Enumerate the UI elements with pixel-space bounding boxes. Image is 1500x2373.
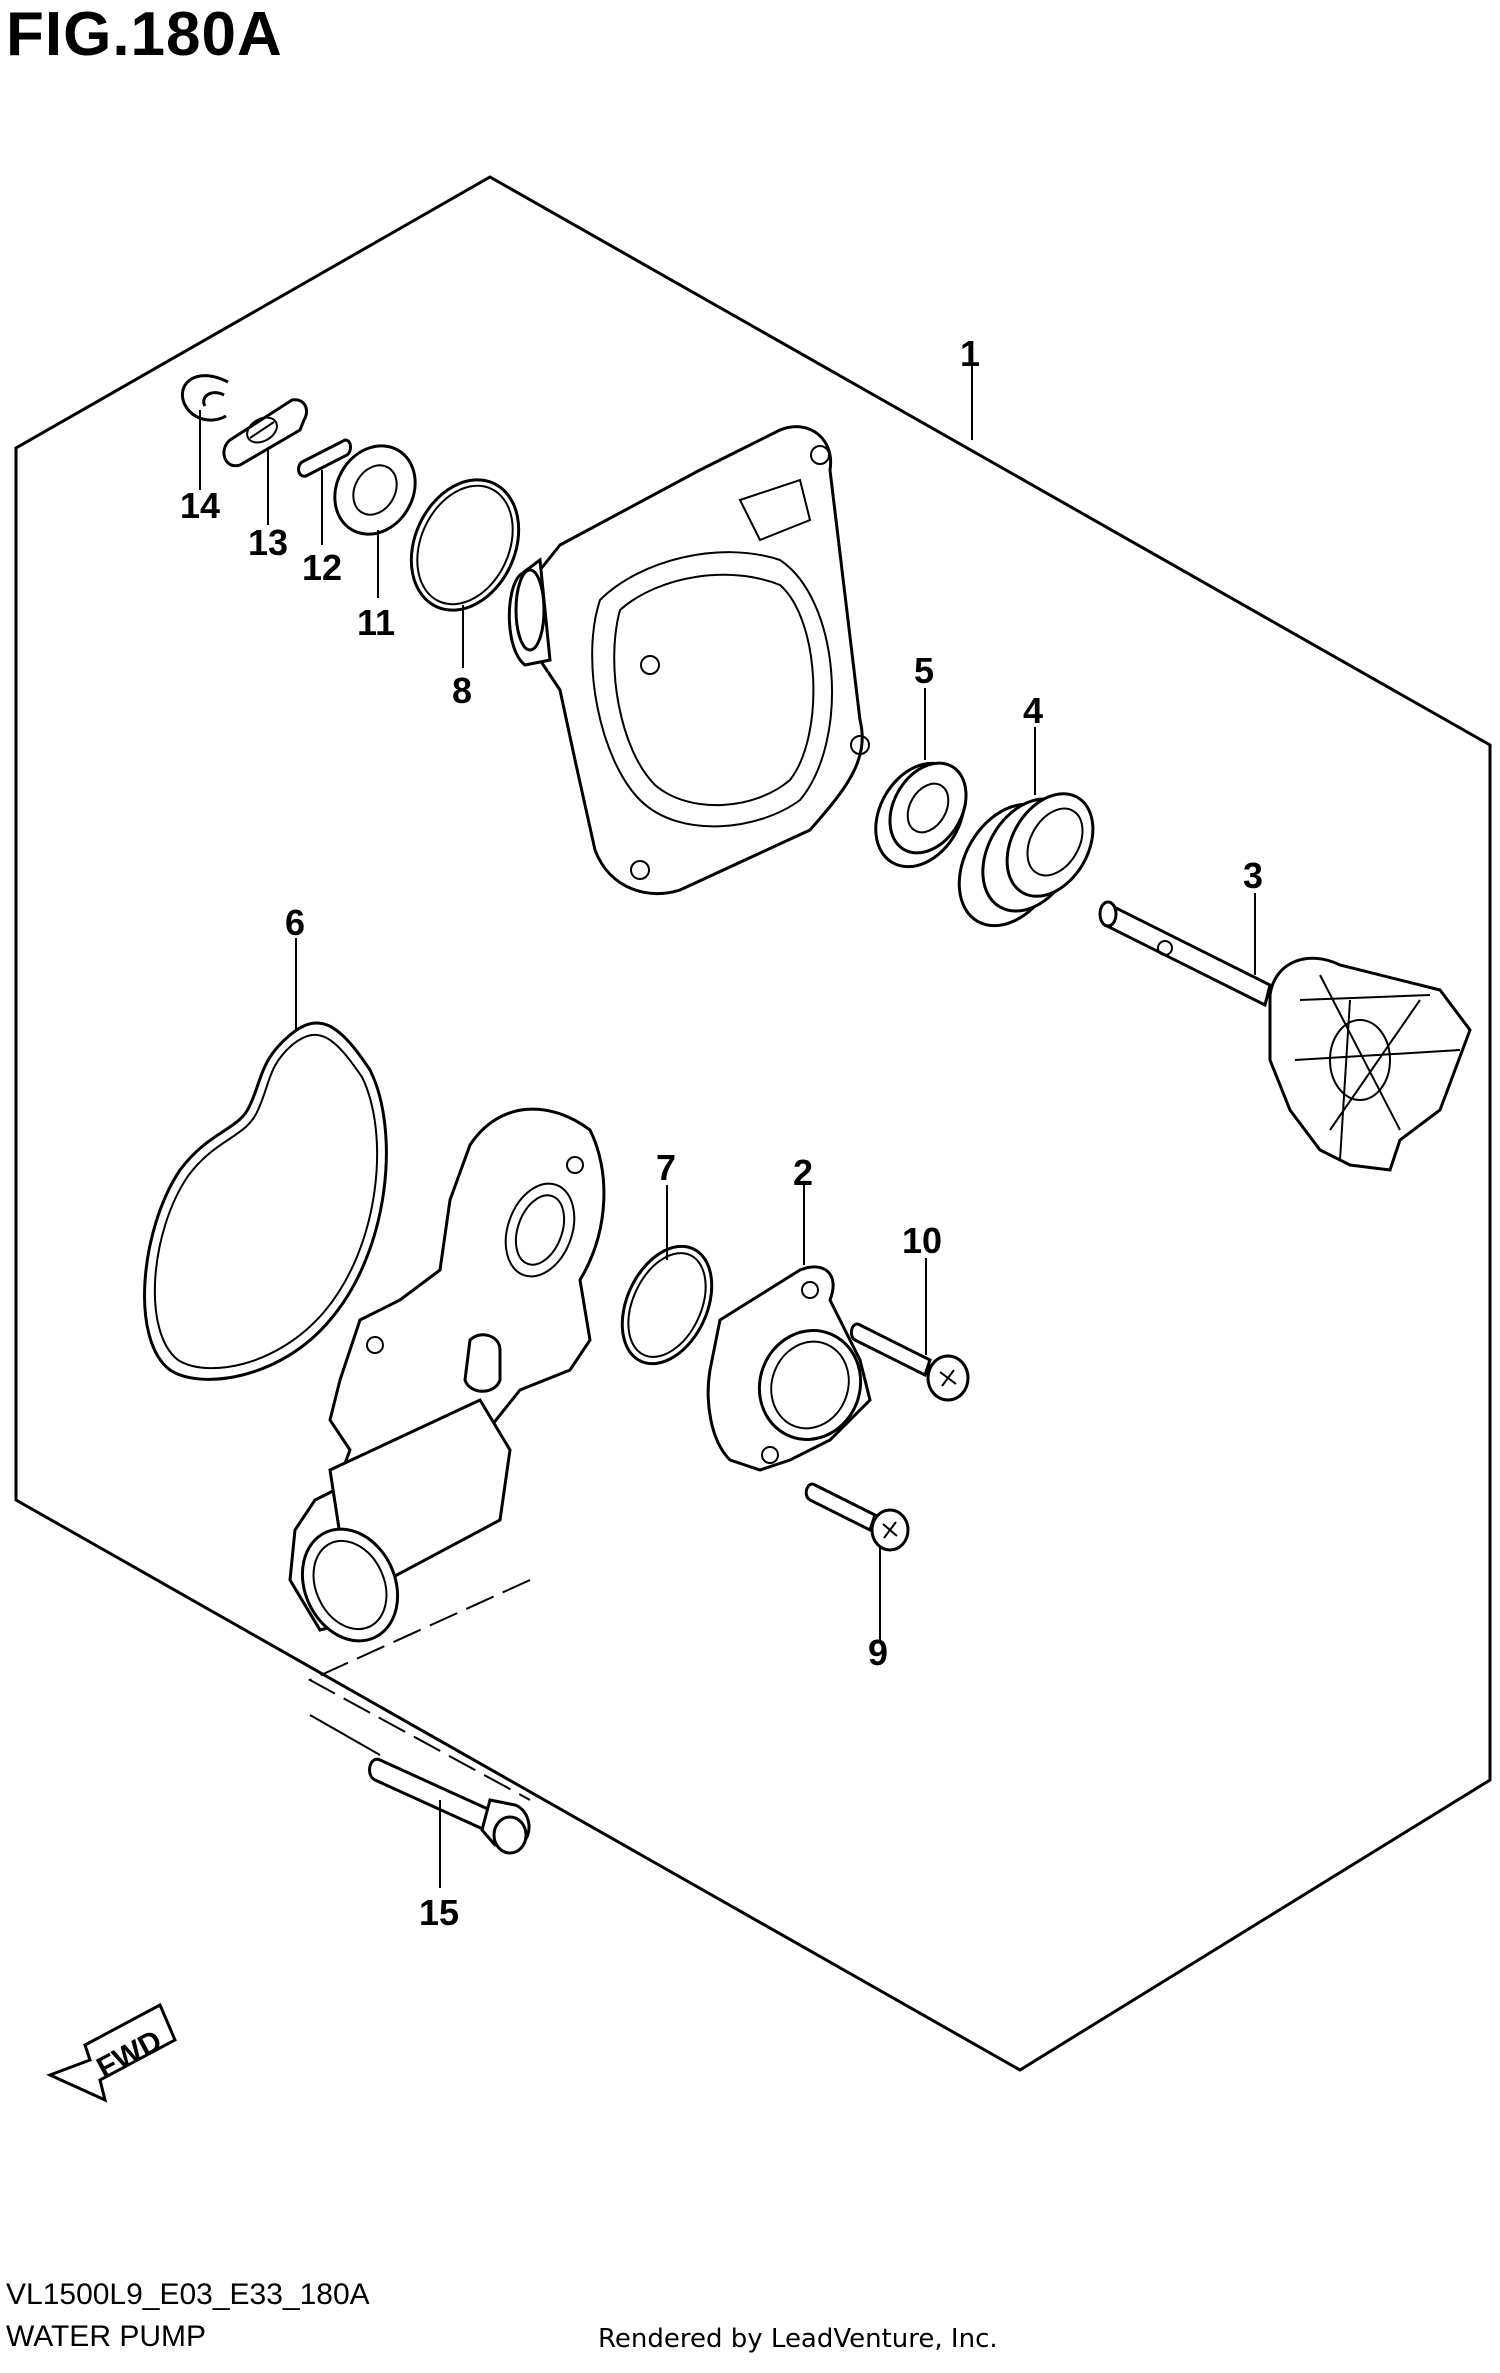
part-9-screw[interactable]	[804, 1482, 910, 1552]
callout-13: 13	[248, 522, 288, 563]
part-15-bolt[interactable]	[368, 1757, 531, 1855]
part-14-circlip[interactable]	[180, 374, 229, 422]
figure-title: FIG.180A	[6, 0, 283, 69]
part-7-o-ring[interactable]	[605, 1232, 730, 1378]
callout-15: 15	[419, 1892, 459, 1933]
callout-6: 6	[285, 902, 305, 943]
part-13-plate[interactable]	[222, 398, 308, 468]
fwd-arrow-icon: FWD	[46, 2002, 177, 2103]
part-6-gasket-o-ring[interactable]	[143, 1021, 388, 1381]
part-12-pin[interactable]	[297, 438, 352, 478]
figure-name: WATER PUMP	[6, 2320, 206, 2353]
part-4-mechanical-seal[interactable]	[939, 778, 1111, 943]
part-pump-housing[interactable]	[285, 1107, 606, 1656]
render-credit: Rendered by LeadVenture, Inc.	[598, 2324, 998, 2354]
callout-4: 4	[1023, 690, 1043, 731]
reference-line	[309, 1714, 381, 1756]
part-5-oil-seal[interactable]	[858, 747, 982, 882]
callout-1: 1	[960, 333, 980, 374]
part-1-pump-cover[interactable]	[507, 425, 870, 896]
part-10-screw[interactable]	[849, 1322, 970, 1402]
part-2-pipe-fitting[interactable]	[706, 1265, 876, 1472]
callout-9: 9	[868, 1632, 888, 1673]
callout-3: 3	[1243, 855, 1263, 896]
callout-11: 11	[357, 602, 395, 643]
callout-14: 14	[180, 485, 220, 526]
callout-2: 2	[793, 1152, 813, 1193]
callout-5: 5	[914, 650, 934, 691]
callout-7: 7	[656, 1147, 676, 1188]
part-11-washer[interactable]	[319, 431, 431, 549]
part-8-o-ring[interactable]	[391, 462, 539, 628]
callout-10: 10	[902, 1220, 942, 1261]
reference-line	[307, 1579, 531, 1801]
model-code: VL1500L9_E03_E33_180A	[6, 2278, 370, 2311]
callout-12: 12	[302, 547, 342, 588]
part-3-impeller[interactable]	[1098, 900, 1472, 1172]
assembly-outline	[14, 175, 1492, 2072]
callout-8: 8	[452, 670, 472, 711]
